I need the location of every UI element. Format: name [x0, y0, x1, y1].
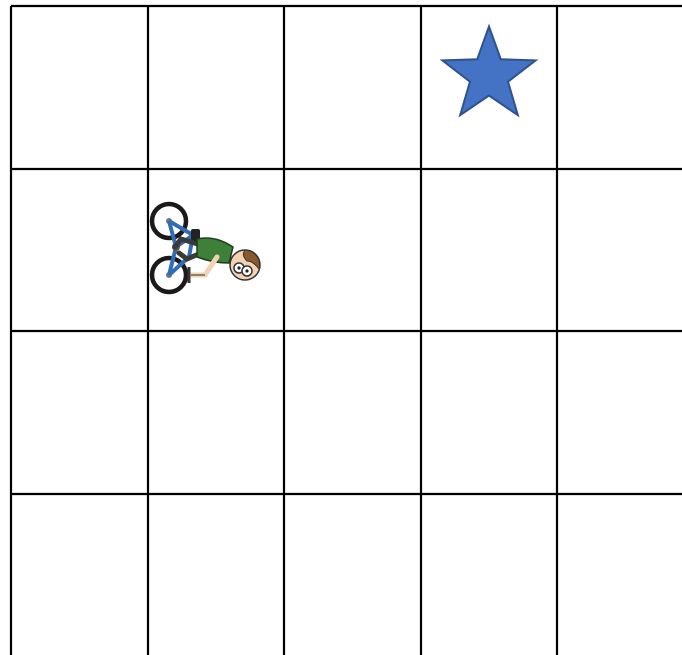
grid-cell-r1-c3[interactable] [421, 169, 557, 331]
grid-cell-r3-c3[interactable] [421, 494, 557, 655]
grid-cell-r0-c2[interactable] [284, 6, 421, 169]
grid-cell-r3-c1[interactable] [148, 494, 284, 655]
grid-cell-r3-c2[interactable] [284, 494, 421, 655]
grid-cell-r0-c0[interactable] [11, 6, 148, 169]
grid-cell-r1-c2[interactable] [284, 169, 421, 331]
grid-cell-r3-c0[interactable] [11, 494, 148, 655]
grid-cell-r0-c1[interactable] [148, 6, 284, 169]
grid-cell-r2-c0[interactable] [11, 331, 148, 494]
grid-cell-r2-c1[interactable] [148, 331, 284, 494]
grid-cell-r3-c4[interactable] [557, 494, 682, 655]
grid-cell-r2-c3[interactable] [421, 331, 557, 494]
grid-cell-r0-c4[interactable] [557, 6, 682, 169]
grid-cell-r2-c4[interactable] [557, 331, 682, 494]
grid-cell-r1-c4[interactable] [557, 169, 682, 331]
grid-cell-r2-c2[interactable] [284, 331, 421, 494]
grid-cell-r1-c0[interactable] [11, 169, 148, 331]
